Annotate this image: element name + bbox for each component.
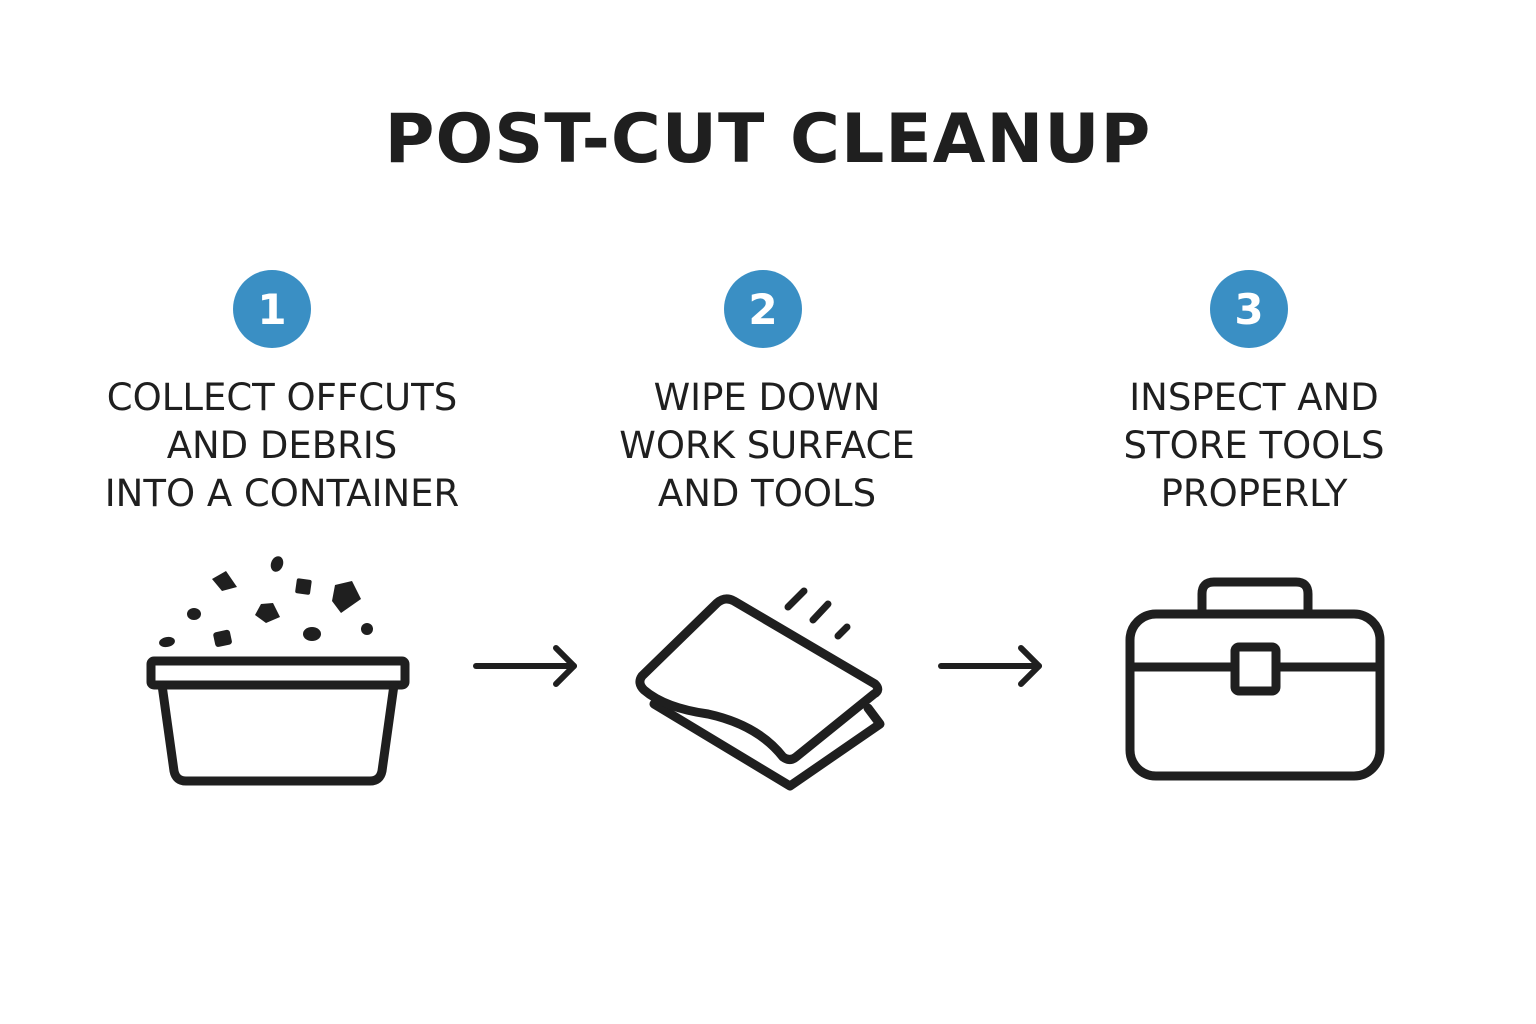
step-2-description: WIPE DOWN WORK SURFACE AND TOOLS [547, 374, 987, 518]
step-1-line-1: COLLECT OFFCUTS [106, 376, 458, 419]
step-3-number-badge: 3 [1210, 270, 1288, 348]
step-2-line-2: WORK SURFACE [619, 424, 915, 467]
step-2-number-badge: 2 [724, 270, 802, 348]
step-3-line-2: STORE TOOLS [1123, 424, 1385, 467]
step-1-line-2: AND DEBRIS [166, 424, 398, 467]
step-3-description: INSPECT AND STORE TOOLS PROPERLY [1034, 374, 1474, 518]
debris-container-icon [146, 556, 410, 786]
toolbox-icon [1125, 577, 1385, 781]
step-2-line-1: WIPE DOWN [653, 376, 881, 419]
step-2-line-3: AND TOOLS [657, 472, 877, 515]
step-3-line-3: PROPERLY [1160, 472, 1348, 515]
page-title: POST-CUT CLEANUP [384, 100, 1152, 179]
step-1-line-3: INTO A CONTAINER [104, 472, 460, 515]
step-1-number-badge: 1 [233, 270, 311, 348]
arrow-right-icon [938, 645, 1042, 687]
arrow-right-icon [473, 645, 577, 687]
step-3-line-1: INSPECT AND [1129, 376, 1379, 419]
step-1-description: COLLECT OFFCUTS AND DEBRIS INTO A CONTAI… [62, 374, 502, 518]
cleaning-cloth-icon [635, 587, 885, 791]
